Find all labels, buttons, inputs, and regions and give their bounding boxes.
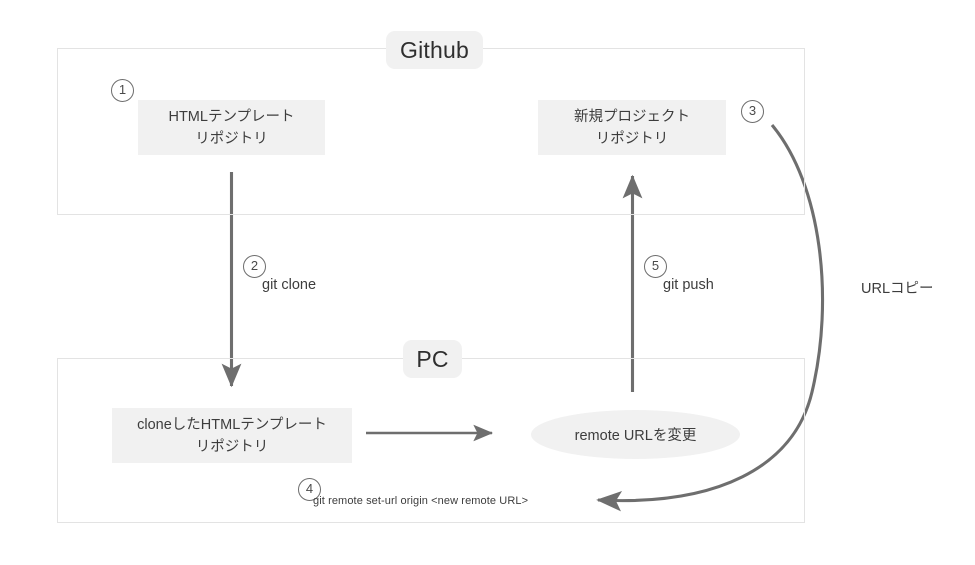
node-remote-url-change[interactable]: remote URLを変更 — [531, 410, 740, 459]
node-new-project-repo-line1: 新規プロジェクト — [574, 108, 690, 125]
node-new-project-repo-line2: リポジトリ — [595, 130, 669, 147]
node-html-template-repo-line1: HTMLテンプレート — [168, 108, 295, 125]
node-new-project-repo[interactable]: 新規プロジェクト リポジトリ — [538, 100, 726, 155]
step-badge-5: 5 — [644, 255, 667, 278]
edge-label-url-copy: URLコピー — [861, 281, 934, 297]
group-github-label: Github — [386, 31, 483, 69]
node-remote-url-change-label: remote URLを変更 — [574, 428, 697, 444]
group-pc-label: PC — [403, 340, 462, 378]
edge-label-git-clone: git clone — [262, 277, 317, 293]
edge-label-git-remote-set-url: git remote set-url origin <new remote UR… — [313, 495, 529, 507]
node-html-template-repo[interactable]: HTMLテンプレート リポジトリ — [138, 100, 325, 155]
step-badge-1: 1 — [111, 79, 134, 102]
node-cloned-html-template-repo-line1: cloneしたHTMLテンプレート — [137, 416, 327, 433]
node-cloned-html-template-repo[interactable]: cloneしたHTMLテンプレート リポジトリ — [112, 408, 352, 463]
node-html-template-repo-line2: リポジトリ — [195, 130, 268, 147]
node-cloned-html-template-repo-line2: リポジトリ — [195, 438, 269, 455]
step-badge-3: 3 — [741, 100, 764, 123]
step-badge-4: 4 — [298, 478, 321, 501]
step-badge-2: 2 — [243, 255, 266, 278]
edge-label-git-push: git push — [663, 277, 714, 293]
